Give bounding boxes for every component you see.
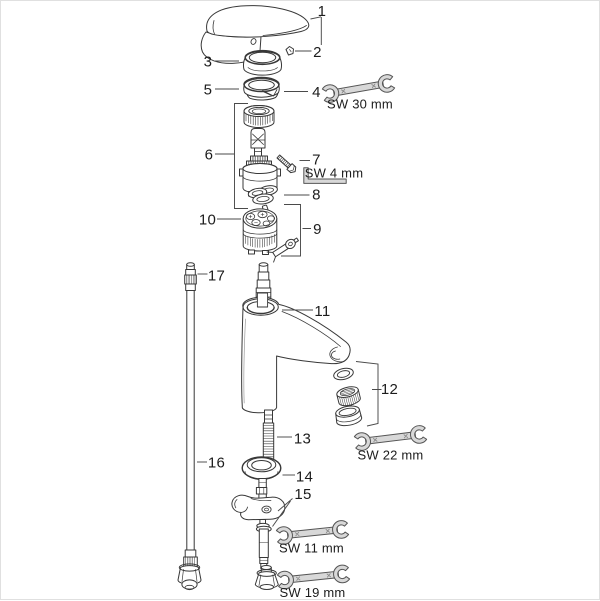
tool-label-sw4: SW 4 mm: [305, 166, 363, 181]
valve-insert: [242, 204, 278, 255]
screw-plug: [285, 46, 294, 56]
mounting-nut: [254, 565, 279, 590]
leader-lines: [197, 16, 382, 527]
part-label-16: 16: [208, 455, 225, 472]
part-label-3: 3: [204, 54, 213, 71]
part-label-12: 12: [381, 381, 398, 398]
small-fitting: [266, 237, 299, 263]
faucet-body: [241, 262, 351, 414]
part-label-13: 13: [294, 431, 311, 448]
allen-key-icon: [303, 167, 347, 184]
part-label-9: 9: [313, 221, 322, 238]
tool-label-sw30: SW 30 mm: [327, 97, 393, 112]
leader-15: [272, 498, 293, 527]
bracket-6: [215, 103, 248, 209]
bracket-12: [355, 361, 382, 427]
part-label-5: 5: [204, 82, 213, 99]
seal-ring-and-nut: [243, 76, 280, 101]
part-label-8: 8: [312, 187, 321, 204]
tool-label-sw11: SW 11 mm: [279, 541, 344, 556]
handle-lever: [200, 5, 310, 64]
part-label-14: 14: [296, 469, 313, 486]
aerator-set: [333, 367, 363, 427]
cartridge: [239, 105, 281, 198]
part-label-7: 7: [312, 152, 321, 169]
part-label-1: 1: [318, 3, 327, 20]
part-label-10: 10: [199, 212, 216, 229]
bracket-9: [281, 204, 311, 257]
tool-label-sw19: SW 19 mm: [280, 585, 346, 600]
part-label-6: 6: [205, 147, 214, 164]
part-label-2: 2: [313, 44, 322, 61]
fixing-screw: [276, 154, 297, 174]
part-label-15: 15: [294, 486, 311, 503]
part-label-17: 17: [208, 268, 225, 285]
part-label-11: 11: [314, 303, 330, 320]
tool-label-sw22: SW 22 mm: [358, 448, 424, 463]
supply-hose: [177, 262, 202, 591]
mounting-clamp: [231, 494, 286, 569]
cover-ring: [243, 49, 282, 76]
base-ring: [241, 456, 282, 480]
part-label-4: 4: [312, 84, 321, 101]
o-rings: [247, 185, 278, 205]
leader-1: [310, 16, 322, 45]
